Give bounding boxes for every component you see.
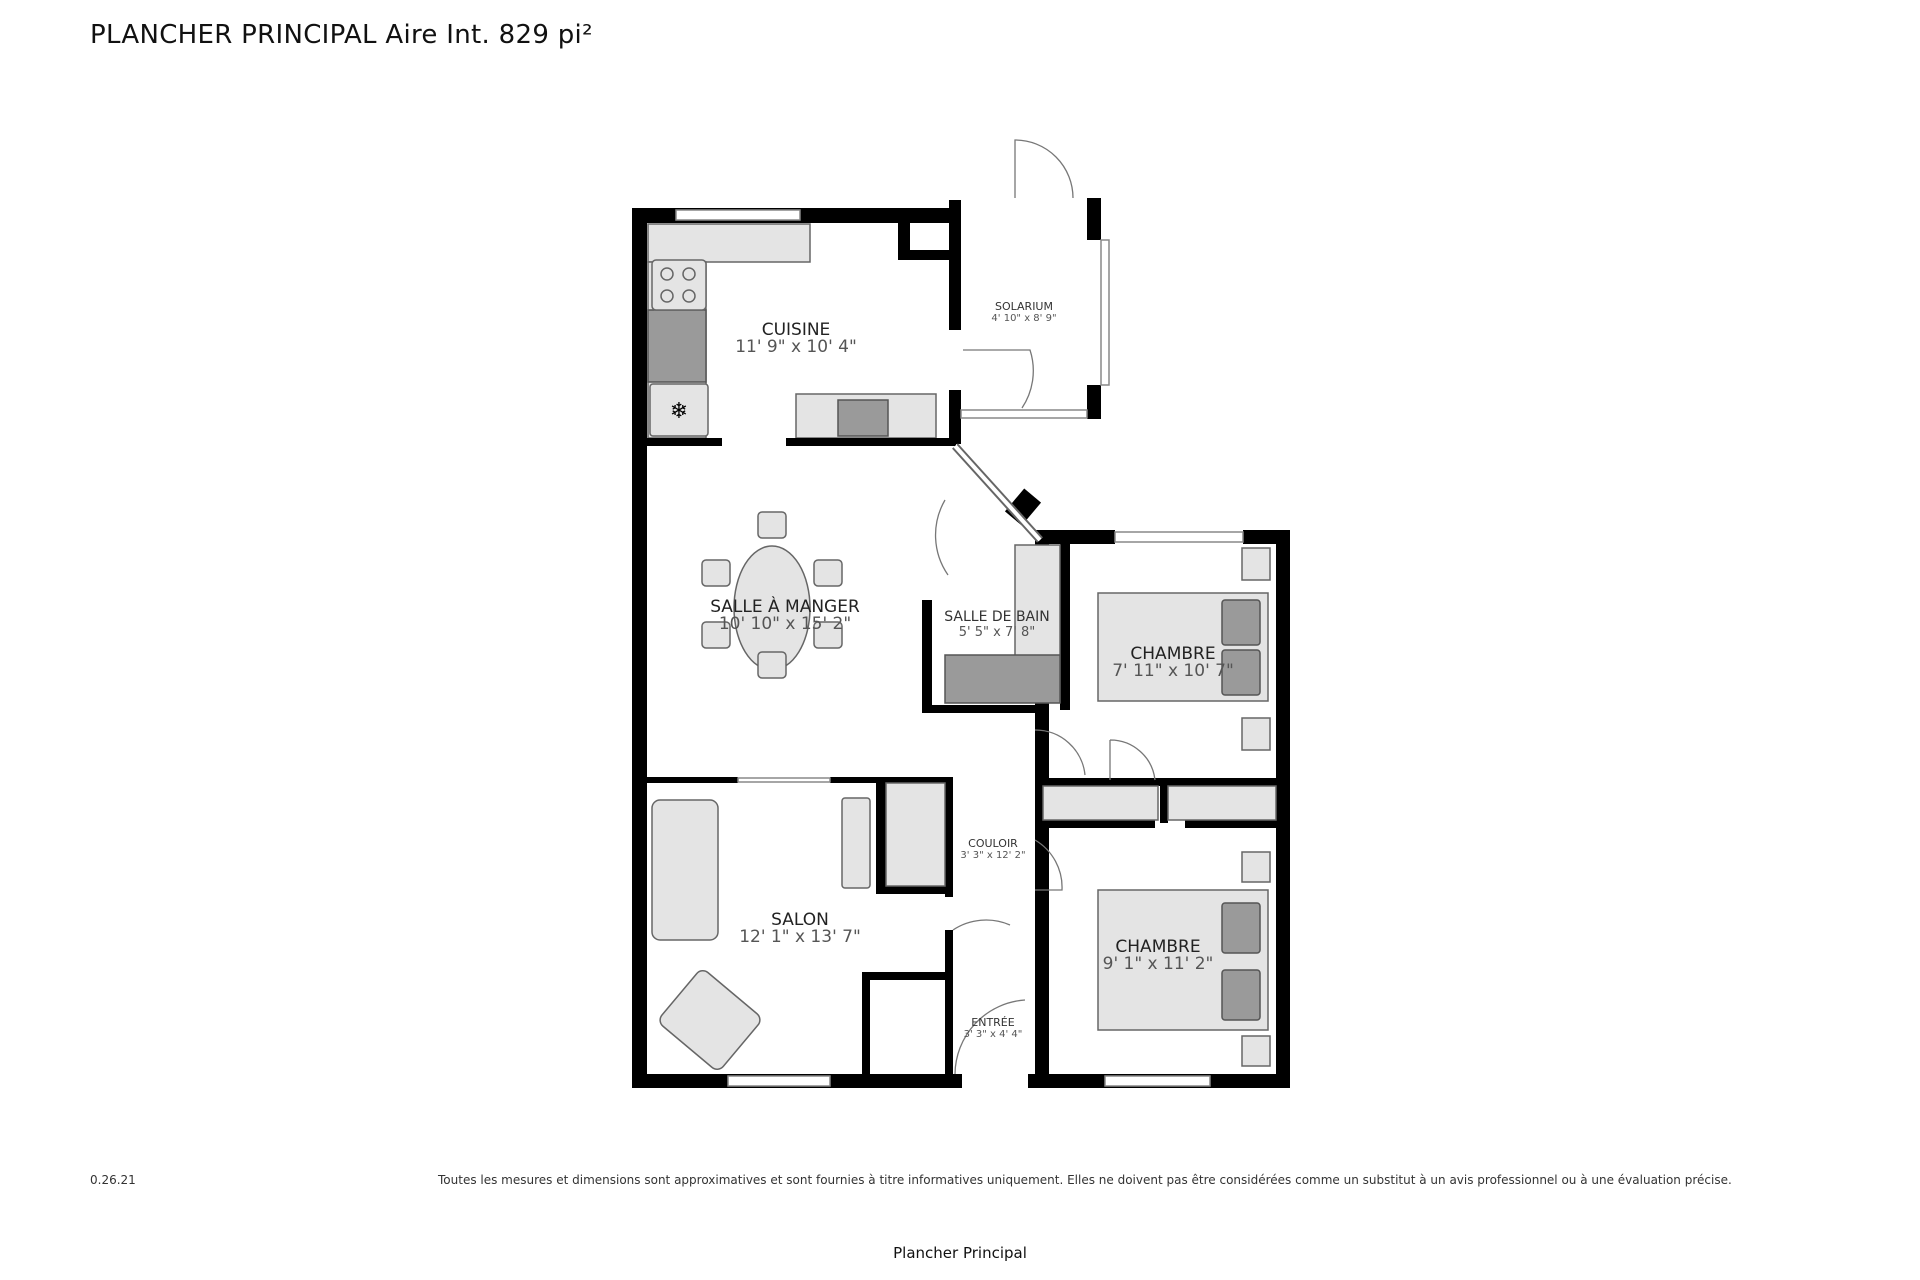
room-name: SALON — [771, 910, 829, 930]
burner-icon — [660, 267, 674, 281]
pillow — [1221, 902, 1261, 954]
room-dims: 5' 5" x 7' 8" — [959, 625, 1035, 640]
door-swing — [954, 999, 1026, 1075]
nightstand — [1241, 851, 1271, 883]
door-swing — [1014, 139, 1074, 199]
closet — [885, 782, 946, 887]
sofa — [651, 799, 719, 941]
room-dims: 3' 3" x 12' 2" — [960, 850, 1025, 861]
chair — [701, 621, 731, 649]
version-label: 0.26.21 — [90, 1173, 136, 1187]
bathtub — [944, 654, 1061, 704]
door-swing — [963, 349, 1034, 409]
window — [1100, 239, 1110, 386]
pillow — [1221, 599, 1261, 646]
door-swing — [934, 499, 949, 576]
room-name: SOLARIUM — [995, 300, 1053, 313]
window — [1114, 531, 1244, 543]
sink — [837, 399, 889, 437]
chair — [813, 621, 843, 649]
room-dims: 10' 10" x 15' 2" — [719, 614, 851, 634]
room-name: COULOIR — [968, 837, 1018, 850]
tv-stand — [841, 797, 871, 889]
window — [675, 209, 801, 221]
door-swing — [1034, 729, 1086, 776]
room-dims: 11' 9" x 10' 4" — [735, 337, 857, 357]
floor-label: Plancher Principal — [893, 1244, 1027, 1262]
nightstand — [1241, 547, 1271, 581]
stove — [651, 259, 707, 311]
chair — [813, 559, 843, 587]
room-dims: 9' 1" x 11' 2" — [1103, 954, 1214, 974]
sliding-door — [737, 777, 831, 783]
door-swing — [1109, 739, 1156, 781]
burner-icon — [682, 289, 696, 303]
room-name: CHAMBRE — [1130, 644, 1215, 664]
refrigerator — [649, 383, 709, 437]
disclaimer: Toutes les mesures et dimensions sont ap… — [438, 1173, 1732, 1187]
chair — [757, 651, 787, 679]
chair — [701, 559, 731, 587]
nightstand — [1241, 717, 1271, 751]
window — [727, 1075, 831, 1087]
chair — [757, 511, 787, 539]
snowflake-icon: ❄ — [670, 399, 688, 424]
closet — [1167, 785, 1277, 821]
room-dims: 12' 1" x 13' 7" — [739, 927, 861, 947]
pillow — [1221, 649, 1261, 696]
window — [1104, 1075, 1211, 1087]
room-dims: 3' 3" x 4' 4" — [964, 1029, 1023, 1040]
closet — [1042, 785, 1159, 821]
armchair — [659, 969, 761, 1071]
room-dims: 4' 10" x 8' 9" — [991, 313, 1056, 324]
room-dims: 7' 11" x 10' 7" — [1112, 661, 1234, 681]
nightstand — [1241, 1035, 1271, 1067]
door-swing — [952, 919, 1011, 931]
counter-section — [647, 309, 707, 383]
room-name: SALLE À MANGER — [710, 595, 860, 617]
burner-icon — [682, 267, 696, 281]
room-name: SALLE DE BAIN — [944, 609, 1049, 625]
room-name: CUISINE — [762, 320, 831, 340]
pillow — [1221, 969, 1261, 1021]
door-swing — [1034, 839, 1063, 891]
window — [960, 409, 1088, 419]
burner-icon — [660, 289, 674, 303]
room-name: ENTRÉE — [971, 1016, 1014, 1029]
kitchen-counter — [647, 223, 811, 263]
page-title: PLANCHER PRINCIPAL Aire Int. 829 pi² — [90, 20, 593, 50]
room-name: CHAMBRE — [1115, 937, 1200, 957]
